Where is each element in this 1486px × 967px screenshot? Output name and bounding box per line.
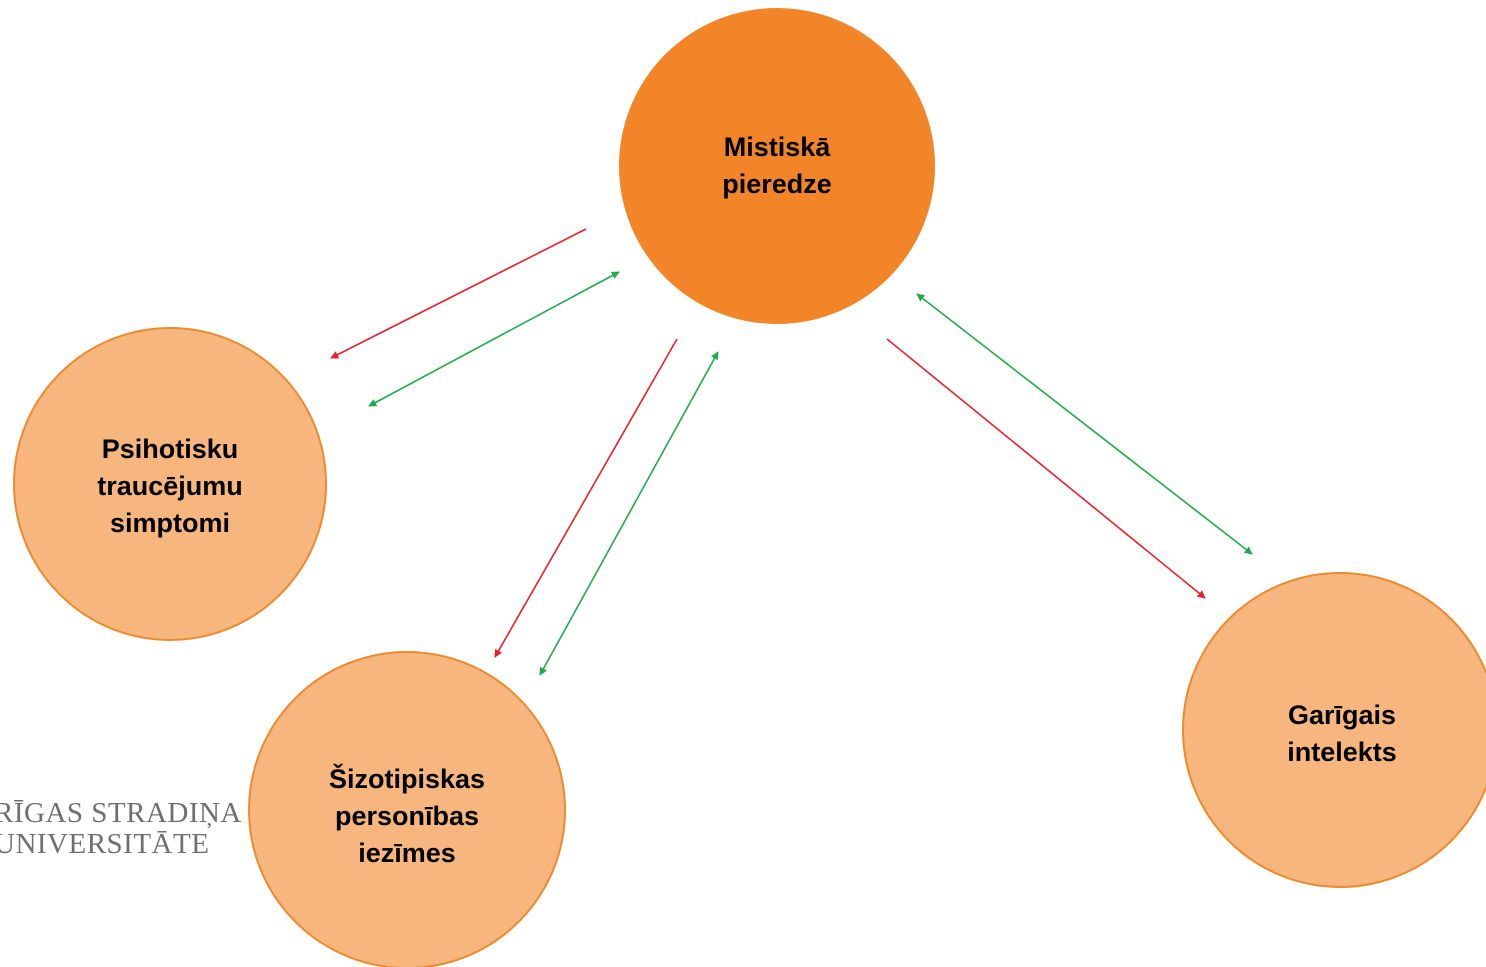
arrow-mystic-schizotypal-green [539, 351, 719, 676]
node-mystic-line2: pieredze [722, 169, 832, 199]
logo-line1: RĪGAS STRADIŅA [0, 797, 242, 829]
node-psychotic-label: Psihotisku traucējumu simptomi [60, 428, 280, 544]
arrow-mystic-to-psychotic-red [330, 228, 587, 359]
university-logo: RĪGAS STRADIŅA UNIVERSITĀTE [0, 798, 242, 860]
arrow-mystic-spiritual-green [916, 293, 1253, 555]
node-psychotic-line1: Psihotisku [101, 433, 239, 464]
node-mystic-label: Mistiskā pieredze [677, 116, 877, 216]
node-spiritual-label: Garīgais intelekts [1242, 694, 1442, 774]
node-schizotypal-label: Šizotipiskas personības iezīmes [287, 758, 527, 874]
node-mystic-circle [619, 8, 935, 324]
node-schizotypal-circle [248, 651, 566, 967]
logo-line2: UNIVERSITĀTE [0, 828, 210, 860]
node-psychotic-circle [13, 327, 327, 641]
node-psychotic-line2: traucējumu [97, 470, 243, 501]
node-spiritual-line1: Garīgais [1287, 700, 1397, 730]
node-spiritual-line2: intelekts [1287, 737, 1397, 767]
node-mystic-line1: Mistiskā [723, 132, 831, 162]
arrow-mystic-to-spiritual-red [886, 338, 1206, 599]
arrow-mystic-to-schizotypal-red [494, 338, 678, 658]
node-spiritual-circle [1182, 572, 1486, 888]
node-psychotic-line3: simptomi [109, 507, 230, 538]
node-schizotypal-line2: personības [334, 800, 480, 831]
arrow-mystic-psychotic-green [368, 271, 620, 407]
node-schizotypal-line3: iezīmes [358, 837, 456, 868]
node-schizotypal-line1: Šizotipiskas [328, 763, 486, 794]
